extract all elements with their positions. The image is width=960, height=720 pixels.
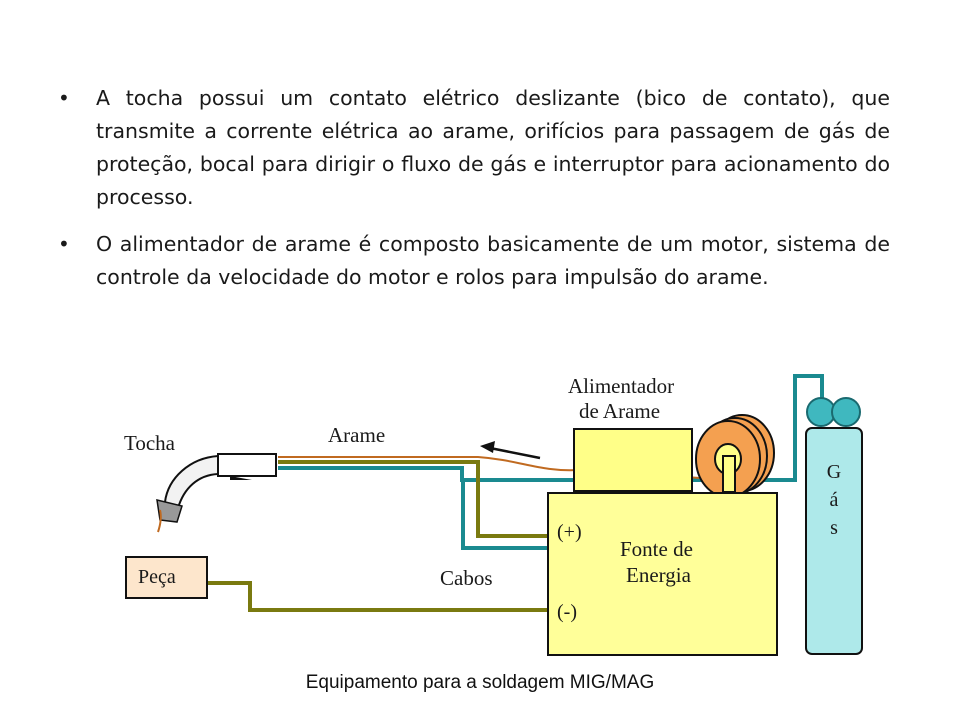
negative-cable [207,581,555,612]
label-gas-g: G [827,461,841,483]
label-gas-a: á [830,489,839,511]
positive-cable [278,460,555,538]
label-arame: Arame [328,423,385,447]
bullet-list: A tocha possui um contato elétrico desli… [58,82,890,308]
wire-spool-icon [695,414,775,498]
power-source-box [547,492,778,656]
bullet-wire-feeder: O alimentador de arame é composto basica… [58,228,890,294]
label-tocha: Tocha [124,431,176,455]
mig-mag-diagram: Tocha Arame Alimentador de Arame (+) (-)… [124,374,863,656]
electrode-wire [278,456,701,479]
bullet-torch: A tocha possui um contato elétrico desli… [58,82,890,214]
label-gas-s: s [830,517,838,539]
arrow-icon [480,441,541,460]
label-peca: Peça [138,566,176,588]
work-piece-box [125,556,208,599]
gas-cylinder-icon [805,397,863,655]
figure-caption: Equipamento para a soldagem MIG/MAG [305,672,655,693]
gas-hose [461,374,824,550]
label-fonte-2: Energia [626,563,692,587]
torch-icon [156,453,277,533]
label-cabos: Cabos [440,566,493,590]
label-alimentador-1: Alimentador [568,374,674,398]
label-fonte-1: Fonte de [620,537,693,561]
label-alimentador-2: de Arame [579,399,660,423]
wire-feeder-box [573,428,693,492]
label-plus: (+) [557,521,582,543]
gas-hose-to-torch [278,466,464,482]
label-minus: (-) [557,601,577,623]
